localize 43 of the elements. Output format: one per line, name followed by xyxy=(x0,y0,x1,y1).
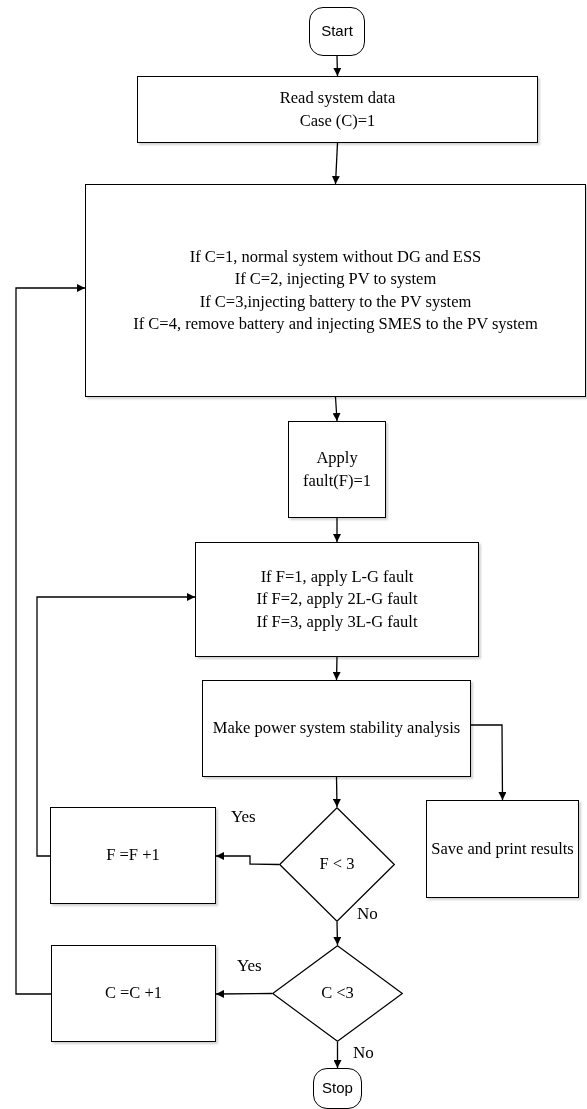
stop-terminal xyxy=(313,1068,362,1109)
node-text: If C=3,injecting battery to the PV system xyxy=(198,290,473,313)
process-box xyxy=(85,184,586,397)
node-text: C =C +1 xyxy=(103,982,164,1005)
node-text: If C=2, injecting PV to system xyxy=(233,268,438,291)
process-box xyxy=(50,807,216,904)
arrow xyxy=(333,921,342,946)
process-box xyxy=(288,421,386,518)
arrow xyxy=(333,517,341,543)
node-text: If F=2, apply 2L-G fault xyxy=(255,588,419,611)
node-text: F =F +1 xyxy=(105,844,161,867)
arrow xyxy=(331,142,340,185)
arrow xyxy=(332,776,341,808)
arrow xyxy=(470,724,507,801)
node-text: Stop xyxy=(321,1078,354,1099)
node-text: C <3 xyxy=(320,982,355,1005)
node-text: Start xyxy=(320,21,354,42)
process-box xyxy=(202,680,471,777)
process-box xyxy=(137,76,538,143)
arrow xyxy=(333,55,342,77)
node-text: If C=1, normal system without DG and ESS xyxy=(188,245,483,268)
decision-diamond xyxy=(279,807,395,922)
arrow xyxy=(15,284,86,995)
node-text: Save and print results xyxy=(430,837,575,860)
output-box xyxy=(426,800,579,898)
arrow xyxy=(215,852,280,866)
node-text: F < 3 xyxy=(318,853,356,876)
node-text: If F=1, apply L-G fault xyxy=(259,566,415,589)
node-text: Case (C)=1 xyxy=(298,109,377,132)
arrow xyxy=(36,593,196,857)
decision-diamond xyxy=(272,945,403,1042)
node-text: If C=4, remove battery and injecting SMES to the PV system xyxy=(132,312,539,335)
arrow xyxy=(215,989,273,998)
node-text: If F=3, apply 3L-G fault xyxy=(255,610,419,633)
node-text: Make power system stability analysis xyxy=(211,717,462,740)
start-terminal xyxy=(309,7,365,56)
arrow xyxy=(332,396,341,422)
node-text: Read system data xyxy=(278,87,397,110)
node-text: Apply fault(F)=1 xyxy=(302,447,372,492)
process-box xyxy=(195,542,479,657)
arrow xyxy=(332,656,341,681)
process-box xyxy=(51,945,216,1042)
arrow xyxy=(333,1041,342,1069)
